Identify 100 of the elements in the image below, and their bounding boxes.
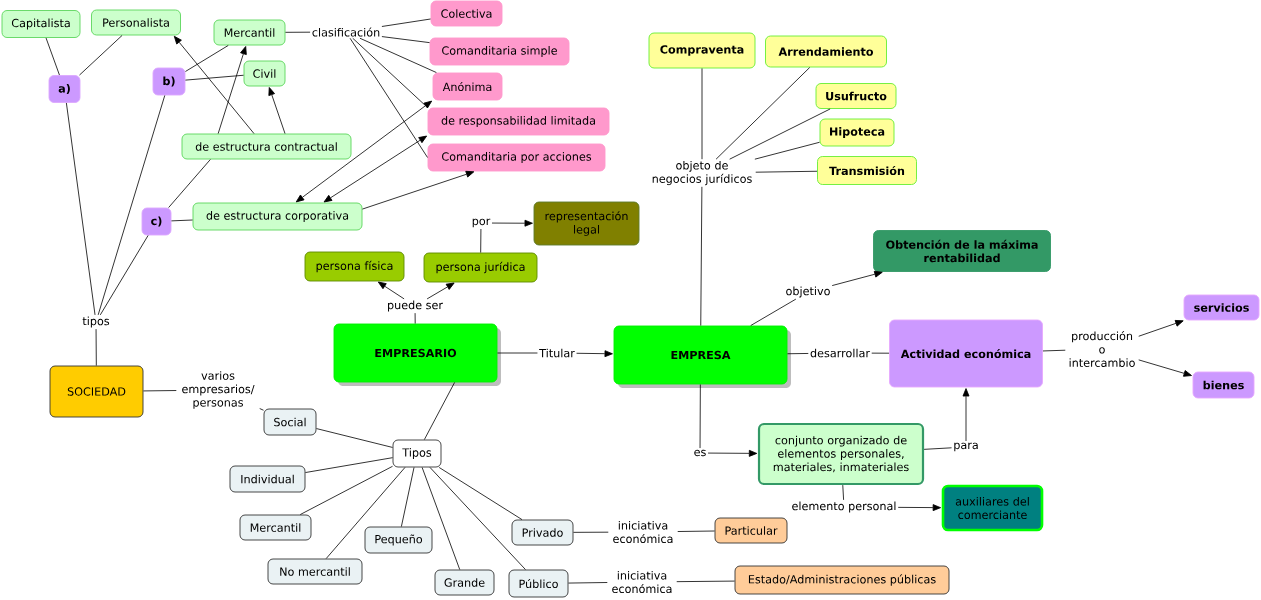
connector-line xyxy=(754,141,820,160)
linking-phrase: Titular xyxy=(539,348,575,358)
connector-line xyxy=(842,484,844,501)
concept-box: Actividad económica xyxy=(889,319,1043,388)
connector-line xyxy=(568,582,608,584)
concept-box: Capitalista xyxy=(1,10,81,38)
connector-line xyxy=(259,408,264,411)
double-arrow xyxy=(323,135,428,203)
concept-box: Particular xyxy=(714,517,788,544)
concept-box: Hipoteca xyxy=(819,118,895,147)
linking-phrase: es xyxy=(694,449,706,457)
concept-box: de responsabilidad limitada xyxy=(427,107,610,136)
concept-box: c) xyxy=(141,207,172,236)
connector-line xyxy=(715,67,811,160)
concept-box: Mercantil xyxy=(239,514,312,541)
arrow xyxy=(1138,320,1184,337)
connector-line xyxy=(99,235,149,316)
concept-box: Tipos xyxy=(392,439,442,468)
connector-line xyxy=(676,580,735,583)
connector-line xyxy=(143,390,177,392)
concept-box: Usufructo xyxy=(815,83,897,109)
connector-line xyxy=(699,384,701,449)
linking-phrase: para xyxy=(954,442,978,452)
linking-phrase: desarrollar xyxy=(810,348,871,358)
concept-box: Comanditaria simple xyxy=(429,37,570,66)
concept-box: Individual xyxy=(229,465,306,493)
concept-box: Social xyxy=(263,408,317,436)
connector-line xyxy=(750,298,797,326)
concept-box: Pequeño xyxy=(364,526,433,554)
connector-line xyxy=(429,467,526,570)
concept-box: conjunto organizado de elementos personales, materiales, inmateriales xyxy=(757,422,925,486)
connector-line xyxy=(381,36,430,44)
linking-phrase: puede ser xyxy=(388,300,443,312)
concept-box: a) xyxy=(48,75,81,103)
arrow xyxy=(377,281,405,300)
concept-box: Privado xyxy=(511,519,574,546)
concept-box: Colectiva xyxy=(430,0,503,27)
linking-phrase: tipos xyxy=(82,316,110,328)
concept-box: Comanditaria por acciones xyxy=(427,143,606,172)
connector-line xyxy=(729,108,831,160)
concept-box: Arrendamiento xyxy=(765,35,887,68)
concept-box: Estado/Administraciones públicas xyxy=(734,565,950,595)
concept-box: b) xyxy=(152,67,186,96)
connector-line xyxy=(381,18,431,27)
arrow xyxy=(217,46,247,134)
connector-line xyxy=(871,352,890,354)
connector-line xyxy=(414,312,416,324)
connector-line xyxy=(497,352,538,354)
connector-line xyxy=(359,37,437,73)
double-arrow xyxy=(295,100,433,203)
linking-phrase: elemento personal xyxy=(792,501,896,513)
concept-box: persona física xyxy=(304,251,405,282)
concept-box: No mercantil xyxy=(267,558,363,585)
concept-box: Personalista xyxy=(91,9,181,36)
connector-line xyxy=(305,457,393,473)
arrow xyxy=(897,504,941,512)
connector-line xyxy=(185,45,229,72)
connector-line xyxy=(573,531,609,533)
arrow xyxy=(707,449,758,457)
connector-line xyxy=(701,68,703,160)
concept-box: Grande xyxy=(434,569,495,596)
connector-line xyxy=(421,467,461,570)
arrow xyxy=(576,350,613,358)
connector-line xyxy=(755,170,818,173)
concept-box: servicios xyxy=(1183,294,1260,321)
connector-line xyxy=(79,35,123,76)
concept-box: Civil xyxy=(243,60,286,87)
arrow xyxy=(491,219,533,227)
linking-phrase: objetivo xyxy=(786,286,830,298)
arrow xyxy=(962,388,970,442)
connector-line xyxy=(1042,349,1066,352)
arrow xyxy=(1138,359,1192,377)
linking-phrase: iniciativa económica xyxy=(613,521,673,544)
concept-box: Público xyxy=(508,569,569,598)
connector-line xyxy=(700,186,703,326)
connector-line xyxy=(171,219,193,222)
linking-phrase: iniciativa económica xyxy=(612,571,672,594)
concept-box: SOCIEDAD xyxy=(49,365,144,418)
linking-phrase: producción o intercambio xyxy=(1069,331,1135,367)
concept-box: representación legal xyxy=(533,201,640,246)
linking-phrase: varios empresarios/ personas xyxy=(182,371,255,409)
concept-box: Obtención de la máxima rentabilidad xyxy=(873,230,1051,272)
concept-box: Compraventa xyxy=(648,32,756,69)
connector-line xyxy=(401,467,415,527)
connector-line xyxy=(438,467,523,520)
connector-line xyxy=(480,228,482,253)
concept-box: persona jurídica xyxy=(423,252,538,283)
concept-box: Anónima xyxy=(432,72,503,101)
concept-box: bienes xyxy=(1192,371,1255,399)
connector-line xyxy=(95,328,97,366)
connector-line xyxy=(316,428,393,448)
connector-line xyxy=(168,159,211,208)
concept-box: de estructura contractual xyxy=(181,133,352,160)
concept-box: EMPRESARIO xyxy=(333,323,501,386)
connector-line xyxy=(349,37,428,158)
connector-line xyxy=(352,37,428,108)
concept-box: de estructura corporativa xyxy=(192,202,363,231)
connector-line xyxy=(787,353,809,355)
arrow xyxy=(426,282,455,300)
connector-line xyxy=(424,382,455,440)
